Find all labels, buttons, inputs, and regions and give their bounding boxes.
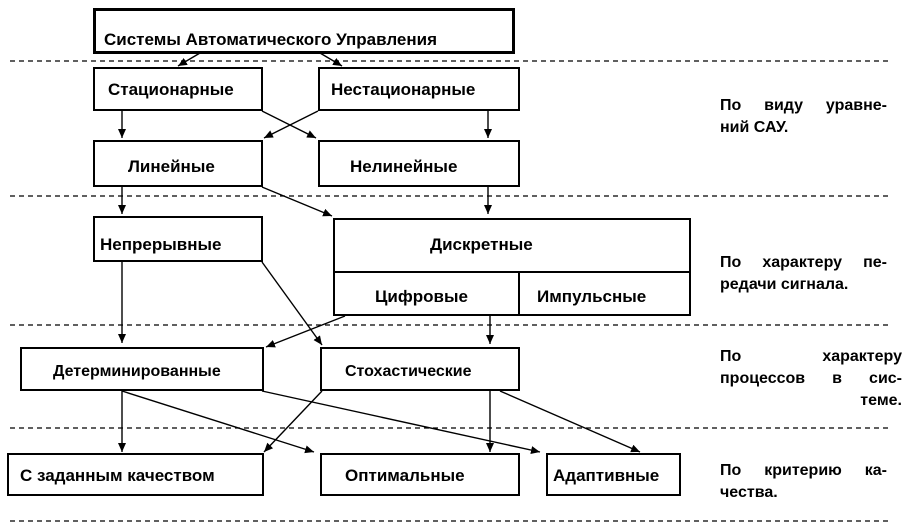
discrete-label: Дискретные <box>430 235 533 254</box>
linear-box <box>93 140 263 187</box>
nonlinear-box <box>318 140 520 187</box>
arrow-discrete-deterministic <box>265 315 346 348</box>
discrete-divider-v <box>518 271 520 316</box>
arrow-linear-discrete <box>261 186 333 217</box>
deterministic-box <box>20 347 264 391</box>
adaptive-label: Адаптивные <box>553 466 660 485</box>
given-quality-label: С заданным качеством <box>20 466 215 485</box>
arrow-root-stationary <box>177 52 201 67</box>
note-process-nature-line-1: По характеру <box>720 348 902 365</box>
arrow-root-nonstationary <box>319 52 343 67</box>
optimal-label: Оптимальные <box>345 466 465 485</box>
linear-label: Линейные <box>128 157 215 176</box>
stochastic-label: Стохастические <box>345 363 472 380</box>
level-separators <box>10 60 888 522</box>
stationary-box <box>93 67 263 111</box>
stationary-label: Стационарные <box>108 80 234 99</box>
note-equation-type-line-2: ний САУ. <box>720 119 789 136</box>
note-process-nature-line-3: теме. <box>860 392 902 409</box>
note-quality-criterion-line-2: чества. <box>720 484 778 501</box>
note-equation-type: По виду уравне- ний САУ. <box>720 95 887 139</box>
optimal-box <box>320 453 520 496</box>
continuous-box <box>93 216 263 262</box>
arrow-deterministic-adaptive <box>261 390 541 454</box>
discrete-box <box>333 218 691 316</box>
digital-label: Цифровые <box>375 287 468 306</box>
deterministic-label: Детерминированные <box>53 363 221 380</box>
note-quality-criterion-line-1: По критерию ка- <box>720 462 887 479</box>
nonstationary-box <box>318 67 520 111</box>
root-box <box>93 8 515 54</box>
stochastic-box <box>320 347 520 391</box>
root-label: Системы Автоматического Управления <box>104 30 438 49</box>
note-signal-transfer-line-1: По характеру пе- <box>720 254 887 271</box>
note-process-nature: По характеру процессов в сис- теме. <box>720 346 902 412</box>
given-quality-box <box>7 453 264 496</box>
note-signal-transfer: По характеру пе- редачи сигнала. <box>720 252 887 296</box>
arrow-nonstationary-linear <box>263 110 319 139</box>
note-process-nature-line-2: процессов в сис- <box>720 370 902 387</box>
arrow-stochastic-given <box>263 390 323 453</box>
note-equation-type-line-1: По виду уравне- <box>720 97 887 114</box>
nonlinear-label: Нелинейные <box>350 157 458 176</box>
continuous-label: Непрерывные <box>100 235 222 254</box>
note-signal-transfer-line-2: редачи сигнала. <box>720 276 849 293</box>
arrow-deterministic-optimal <box>121 390 315 454</box>
pulse-label: Импульсные <box>537 287 647 306</box>
nonstationary-label: Нестационарные <box>331 80 476 99</box>
arrow-continuous-stochastic <box>261 261 323 346</box>
adaptive-box <box>546 453 681 496</box>
arrow-stochastic-adaptive <box>499 390 641 453</box>
note-quality-criterion: По критерию ка- чества. <box>720 460 887 504</box>
arrow-stationary-nonlinear <box>261 110 317 139</box>
discrete-divider-h <box>333 271 691 273</box>
arrows <box>118 52 641 454</box>
